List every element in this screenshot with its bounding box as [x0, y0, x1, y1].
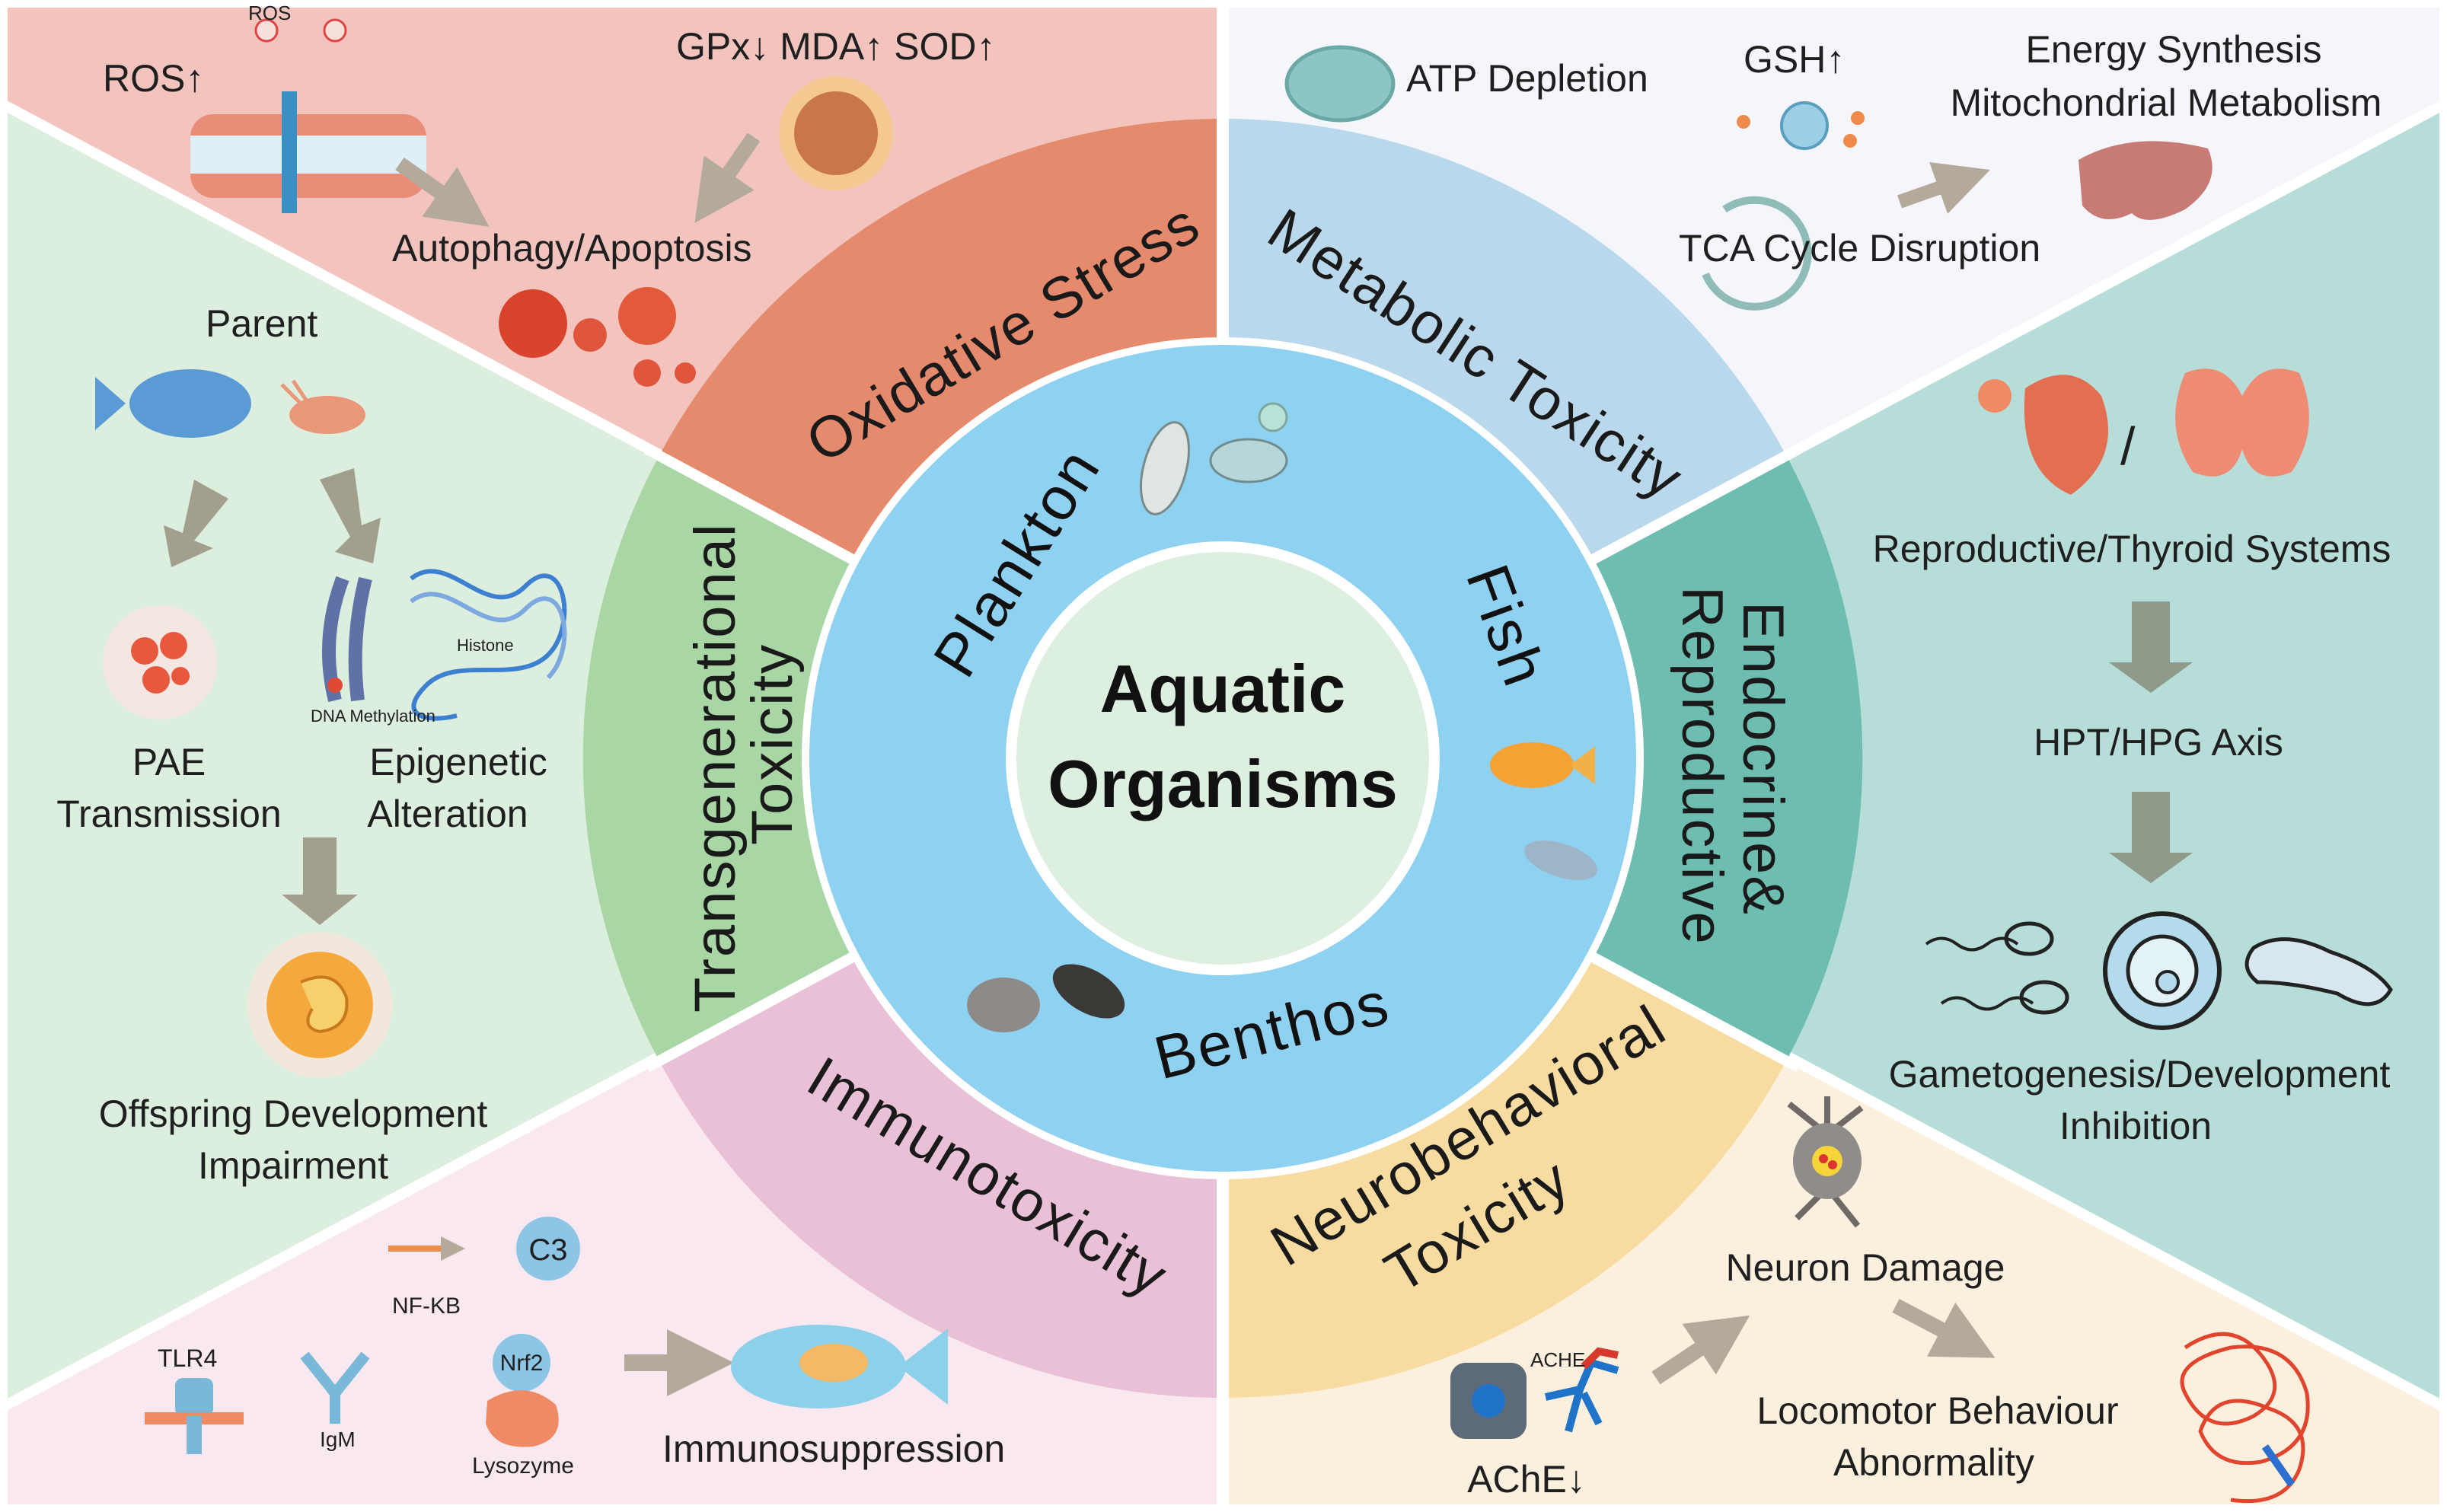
locomotor-label: Locomotor Behaviour: [1756, 1389, 2118, 1432]
pae-icon: [103, 605, 217, 719]
arrow-tca-to-energy: [1897, 162, 1990, 214]
ros-label: ROS↑: [103, 57, 204, 100]
organ-slash: /: [2120, 416, 2136, 476]
neuron-icon: [1787, 1096, 1864, 1228]
nrf2-label: Nrf2: [500, 1351, 544, 1376]
metabolic-content: ATP Depletion GSH↑ Energy Synthesis Mito…: [1284, 28, 2382, 311]
igm-icon: [300, 1351, 370, 1424]
parent-fish-icon: [95, 369, 251, 438]
arrow-parent-to-epi: [320, 468, 381, 563]
cell-membrane-icon: ROS: [190, 2, 426, 213]
arrow-markers-to-apoptosis: [694, 132, 761, 223]
dna-chromosome-icon: Histone DNA Methylation: [311, 569, 567, 726]
arrow-ache-to-neuron: [1651, 1315, 1750, 1385]
trans-content: Parent Histone DNA Methylation PAE Tran: [56, 302, 567, 1187]
tca-cycle-label: TCA Cycle Disruption: [1679, 227, 2040, 270]
offspring-label-line2: Impairment: [198, 1144, 388, 1187]
swim-trajectory-icon: [2180, 1332, 2310, 1504]
oxidative-content: ROS↑ GPx↓ MDA↑ SOD↑ ROS Autophagy/Apopto…: [103, 2, 995, 387]
arrow-parent-to-pae: [164, 480, 228, 567]
autophagy-apoptosis-label: Autophagy/Apoptosis: [392, 227, 752, 270]
pae-label-line2: Transmission: [56, 793, 281, 835]
mitochondria-icon: [1284, 45, 1396, 123]
fish-immune-icon: [731, 1325, 948, 1408]
neuro-content: Neuron Damage ACHE AChE↓ Locomotor Behav…: [1450, 1096, 2310, 1504]
thyroid-icon: [2175, 368, 2309, 477]
pae-label-line1: PAE: [132, 741, 206, 783]
ache-enzyme-label: ACHE: [1530, 1348, 1585, 1371]
neuron-damage-label: Neuron Damage: [1726, 1246, 2005, 1289]
transgenerational-label-line2: Toxicity: [740, 643, 805, 845]
oxidative-markers-label: GPx↓ MDA↑ SOD↑: [676, 25, 995, 68]
arrow-systems-to-axis: [2109, 601, 2193, 693]
nrf2-icon: [493, 1334, 550, 1392]
abnormality-label: Abnormality: [1833, 1441, 2034, 1484]
fish-icon: [1490, 742, 1598, 881]
center-circle: [1006, 541, 1440, 975]
gsh-label: GSH↑: [1744, 38, 1845, 81]
apoptotic-cells-icon: [499, 287, 696, 387]
hpt-hpg-axis-label: HPT/HPG Axis: [2034, 721, 2283, 764]
offspring-label-line1: Offspring Development: [99, 1093, 488, 1135]
center-title-line2: Organisms: [1048, 746, 1398, 821]
center-title-line1: Aquatic: [1100, 651, 1346, 726]
ovary-icon: [2024, 375, 2108, 495]
atp-depletion-label: ATP Depletion: [1406, 57, 1648, 100]
tca-cycle-icon: [1702, 196, 1812, 311]
c3-icon: [516, 1217, 580, 1281]
ache-molecule-icon: ACHE: [1450, 1347, 1619, 1439]
transgenerational-label-line1: Transgenerational: [683, 522, 748, 1013]
immunosuppression-label: Immunosuppression: [662, 1427, 1005, 1470]
endocrine-content: / Reproductive/Thyroid Systems HPT/HPG A…: [1873, 368, 2393, 1147]
tlr4-icon: [145, 1378, 244, 1454]
epigenetic-label-line1: Epigenetic: [369, 741, 547, 783]
c3-label: C3: [528, 1233, 567, 1267]
mitochondrial-metabolism-label: Mitochondrial Metabolism: [1951, 81, 2382, 124]
parent-daphnia-icon: [280, 379, 365, 434]
immuno-content: NF-KB C3 TLR4 IgM Nrf2 Lysozyme Immunosu…: [145, 1217, 1005, 1479]
energy-synthesis-label: Energy Synthesis: [2025, 28, 2321, 71]
epigenetic-label-line2: Alteration: [367, 793, 528, 835]
sperm-icon: [1925, 921, 2069, 1015]
histone-label: Histone: [457, 636, 514, 655]
endocrine-label-line2: Reproductive: [1670, 586, 1734, 946]
tlr4-label: TLR4: [158, 1345, 217, 1372]
egg-cell-icon: [2103, 911, 2222, 1030]
gametogenesis-label: Gametogenesis/Development: [1889, 1053, 2391, 1096]
ache-label: AChE↓: [1467, 1458, 1586, 1501]
parent-label: Parent: [206, 302, 317, 345]
lysozyme-label: Lysozyme: [472, 1453, 574, 1479]
offspring-embryo-icon: [247, 933, 392, 1077]
igm-label: IgM: [320, 1427, 356, 1451]
nfkb-label: NF-KB: [392, 1293, 461, 1319]
arrow-neuron-to-locomotor: [1892, 1299, 1996, 1358]
lysozyme-icon: [486, 1390, 559, 1447]
glutathione-icon: [1737, 101, 1865, 150]
benthos-icon: [967, 964, 1125, 1032]
arrow-pae-to-offspring: [282, 837, 358, 925]
arrow-axis-to-outcome: [2109, 792, 2193, 883]
ros-molecule-label: ROS: [248, 2, 291, 24]
embryo-icon: [2244, 937, 2393, 1006]
arrow-ros-to-apoptosis: [395, 157, 490, 228]
plankton-icon: [1140, 402, 1288, 515]
liver-icon: [2079, 141, 2213, 220]
reproductive-thyroid-label: Reproductive/Thyroid Systems: [1873, 528, 2391, 570]
dna-methylation-label: DNA Methylation: [311, 707, 435, 726]
endocrine-label-line1: Endocrine&: [1731, 601, 1795, 916]
inhibition-label: Inhibition: [2059, 1105, 2212, 1147]
